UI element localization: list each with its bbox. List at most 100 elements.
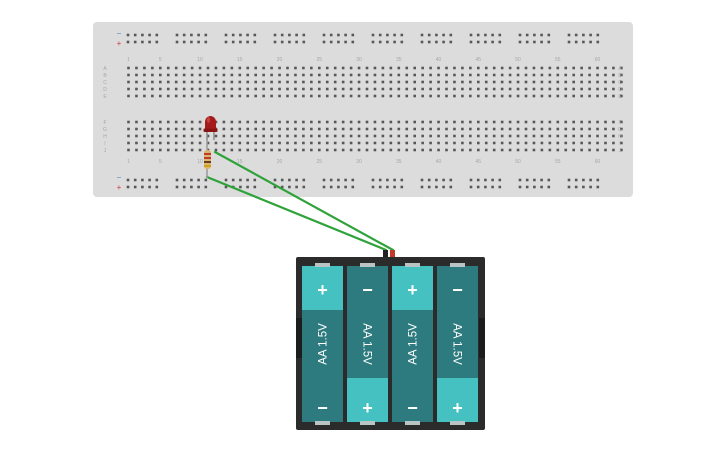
breadboard-hole[interactable] [325,134,329,138]
breadboard-hole[interactable] [190,120,194,124]
breadboard-hole[interactable] [588,120,591,124]
breadboard-hole[interactable] [159,73,162,77]
breadboard-hole[interactable] [405,148,409,152]
breadboard-hole[interactable] [294,80,297,84]
led[interactable] [203,116,218,140]
breadboard-hole[interactable] [508,94,512,98]
breadboard-hole[interactable] [126,40,130,44]
breadboard-hole[interactable] [198,127,202,131]
breadboard-hole[interactable] [393,178,396,182]
breadboard-hole[interactable] [288,40,291,44]
breadboard-hole[interactable] [378,33,382,37]
breadboard-hole[interactable] [445,87,448,91]
breadboard-hole[interactable] [378,178,382,182]
breadboard-hole[interactable] [381,66,385,70]
breadboard-hole[interactable] [182,87,186,91]
breadboard-hole[interactable] [310,120,313,124]
breadboard-hole[interactable] [393,33,396,37]
breadboard-hole[interactable] [469,33,473,37]
breadboard-hole[interactable] [508,127,512,131]
breadboard-hole[interactable] [365,80,369,84]
breadboard-hole[interactable] [445,127,448,131]
breadboard-hole[interactable] [500,134,504,138]
breadboard-hole[interactable] [547,178,551,182]
breadboard-hole[interactable] [492,80,496,84]
breadboard-hole[interactable] [214,73,218,77]
breadboard-hole[interactable] [322,178,326,182]
breadboard-hole[interactable] [230,148,234,152]
breadboard-hole[interactable] [239,33,242,37]
breadboard-hole[interactable] [518,178,522,182]
breadboard-hole[interactable] [206,141,210,145]
battery-cell[interactable]: +−AA 1.5V [302,263,343,425]
breadboard-hole[interactable] [445,80,448,84]
breadboard-hole[interactable] [166,134,170,138]
breadboard-hole[interactable] [286,94,289,98]
breadboard-hole[interactable] [461,87,464,91]
breadboard-hole[interactable] [453,73,456,77]
breadboard-hole[interactable] [449,185,453,189]
breadboard-hole[interactable] [318,94,321,98]
breadboard-hole[interactable] [286,66,289,70]
breadboard-hole[interactable] [286,87,289,91]
breadboard-hole[interactable] [310,66,313,70]
breadboard-hole[interactable] [222,127,226,131]
breadboard-hole[interactable] [405,80,409,84]
breadboard-hole[interactable] [262,94,265,98]
breadboard-hole[interactable] [262,134,265,138]
breadboard-hole[interactable] [294,87,297,91]
breadboard-hole[interactable] [182,185,186,189]
breadboard-hole[interactable] [159,120,162,124]
breadboard-hole[interactable] [206,94,210,98]
breadboard-hole[interactable] [389,134,393,138]
breadboard-hole[interactable] [500,66,504,70]
breadboard-hole[interactable] [273,40,277,44]
breadboard-hole[interactable] [405,127,409,131]
breadboard-hole[interactable] [596,33,600,37]
breadboard-hole[interactable] [262,120,265,124]
breadboard-hole[interactable] [420,185,424,189]
breadboard-hole[interactable] [548,148,552,152]
breadboard-hole[interactable] [547,33,551,37]
breadboard-hole[interactable] [133,185,137,189]
breadboard-hole[interactable] [344,40,347,44]
breadboard-hole[interactable] [386,33,389,37]
breadboard-hole[interactable] [449,33,453,37]
breadboard-hole[interactable] [389,80,393,84]
breadboard-hole[interactable] [288,185,291,189]
breadboard-hole[interactable] [166,148,170,152]
breadboard-hole[interactable] [405,66,409,70]
breadboard-hole[interactable] [620,80,623,84]
breadboard-hole[interactable] [349,94,353,98]
breadboard-hole[interactable] [262,148,265,152]
breadboard-hole[interactable] [445,148,448,152]
breadboard-hole[interactable] [373,94,377,98]
breadboard-hole[interactable] [222,148,226,152]
breadboard-hole[interactable] [141,185,144,189]
breadboard-hole[interactable] [378,40,382,44]
breadboard-hole[interactable] [492,127,496,131]
breadboard-hole[interactable] [604,73,607,77]
breadboard-hole[interactable] [222,134,226,138]
breadboard-hole[interactable] [397,73,401,77]
breadboard-hole[interactable] [572,141,575,145]
breadboard-hole[interactable] [604,80,607,84]
breadboard-hole[interactable] [589,185,592,189]
breadboard-hole[interactable] [143,94,146,98]
breadboard-hole[interactable] [381,148,385,152]
breadboard-hole[interactable] [386,178,389,182]
breadboard-hole[interactable] [469,73,472,77]
breadboard-hole[interactable] [427,40,431,44]
breadboard-hole[interactable] [190,66,194,70]
breadboard-hole[interactable] [197,40,200,44]
breadboard-hole[interactable] [589,40,592,44]
breadboard-hole[interactable] [214,148,218,152]
breadboard-hole[interactable] [127,134,130,138]
breadboard-hole[interactable] [572,66,575,70]
breadboard-hole[interactable] [231,33,235,37]
breadboard-hole[interactable] [532,148,536,152]
breadboard-hole[interactable] [381,127,385,131]
breadboard-hole[interactable] [206,80,210,84]
breadboard-hole[interactable] [341,80,345,84]
breadboard-hole[interactable] [498,33,502,37]
